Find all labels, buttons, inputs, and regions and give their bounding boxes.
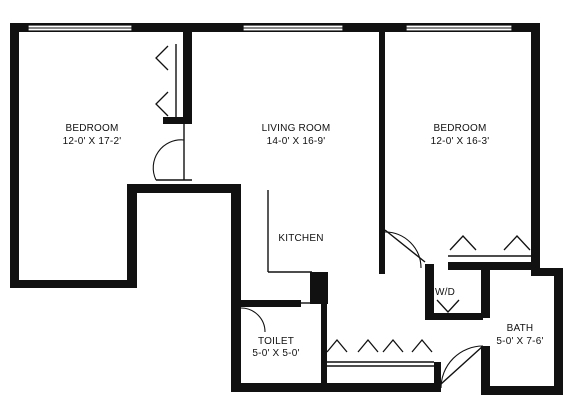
closet-corridor — [326, 338, 434, 367]
window-right-bedroom — [405, 24, 513, 32]
label-bedroom-left-size: 12-0' X 17-2' — [63, 136, 122, 147]
closets — [155, 44, 531, 367]
label-bath-name: BATH — [507, 323, 534, 334]
label-living-room-size: 14-0' X 16-9' — [267, 136, 326, 147]
door-left-bedroom — [152, 124, 192, 181]
window-left-bedroom — [27, 24, 133, 32]
label-bedroom-left-name: BEDROOM — [65, 123, 118, 134]
label-toilet-name: TOILET — [258, 336, 294, 347]
room-labels: BEDROOM 12-0' X 17-2' LIVING ROOM 14-0' … — [63, 123, 544, 359]
label-bath-size: 5-0' X 7-6' — [496, 336, 543, 347]
closet-left-bedroom — [155, 44, 177, 117]
doors — [152, 124, 484, 389]
closet-right-bedroom — [448, 235, 531, 257]
interior-walls — [163, 32, 540, 395]
door-right-bedroom — [384, 229, 426, 269]
label-bedroom-right-size: 12-0' X 16-3' — [431, 136, 490, 147]
label-living-room-name: LIVING ROOM — [262, 123, 331, 134]
windows — [27, 24, 513, 32]
door-bath — [440, 345, 484, 389]
window-living-room — [242, 24, 344, 32]
closet-washer-dryer — [436, 299, 460, 313]
label-bedroom-right-name: BEDROOM — [433, 123, 486, 134]
label-kitchen: KITCHEN — [278, 233, 323, 244]
label-washer-dryer: W/D — [435, 287, 455, 298]
door-toilet — [240, 307, 266, 333]
label-toilet-size: 5-0' X 5-0' — [252, 348, 299, 359]
